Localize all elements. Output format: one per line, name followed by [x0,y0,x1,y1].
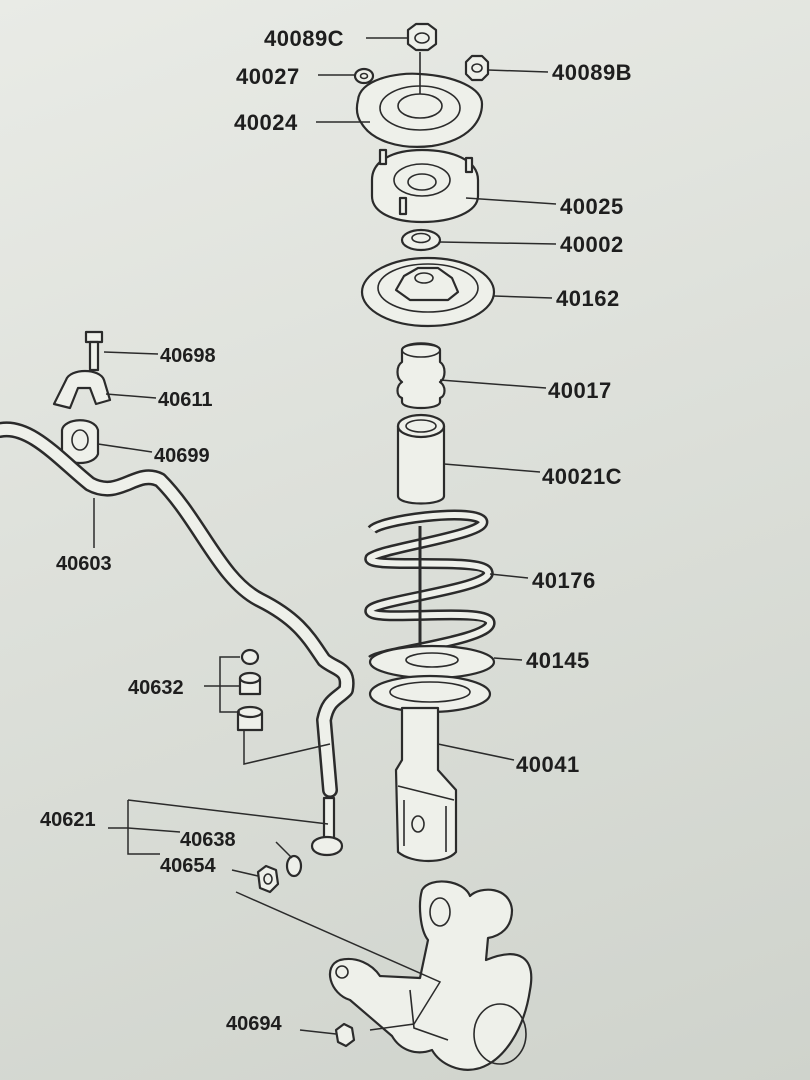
label-40017: 40017 [548,378,612,403]
label-40025: 40025 [560,194,624,219]
nut-40089b [464,54,490,82]
strut-mount-40025 [370,148,480,224]
label-40699: 40699 [154,445,210,467]
washer-40027 [353,67,375,85]
label-40611: 40611 [158,389,213,411]
strut-body-40041 [394,706,458,862]
steering-knuckle [329,880,533,1071]
label-40621: 40621 [40,809,96,831]
coil-spring-40176 [364,509,496,665]
bump-stop-40017 [396,342,446,410]
label-40041: 40041 [516,752,580,777]
spring-seat-40162 [360,256,496,328]
label-40089c: 40089C [264,26,344,51]
bracket-40611 [52,369,112,410]
label-40024: 40024 [234,110,298,135]
label-40089b: 40089B [552,60,632,85]
dust-boot-40021c [396,413,446,505]
label-40145: 40145 [526,648,590,673]
label-40694: 40694 [226,1013,282,1035]
label-40162: 40162 [556,286,620,311]
nut-40694 [334,1022,356,1048]
label-40002: 40002 [560,232,624,257]
stabilizer-bar-assembly [0,330,355,894]
bearing-40002 [400,228,442,252]
leader-lines [93,37,557,1035]
label-40603: 40603 [56,553,112,575]
label-40654: 40654 [160,855,216,877]
label-40027: 40027 [236,64,300,89]
label-40698: 40698 [160,345,216,367]
lower-seat-40145 [368,644,496,714]
label-40638: 40638 [180,829,236,851]
strut-assembly [353,22,496,862]
stabilizer-bar-40603 [0,421,355,798]
plate-40024 [355,52,484,148]
label-40176: 40176 [532,568,596,593]
bushing-stack-40632 [236,648,264,732]
top-nut-40089c [406,22,438,52]
label-40021c: 40021C [542,464,622,489]
label-40632: 40632 [128,677,184,699]
part-labels: 40089C 40027 40089B 40024 40025 40002 40… [40,26,632,1035]
stabilizer-link-40621 [285,796,344,878]
bolt-40698 [84,330,104,372]
nut-40654 [256,864,280,894]
